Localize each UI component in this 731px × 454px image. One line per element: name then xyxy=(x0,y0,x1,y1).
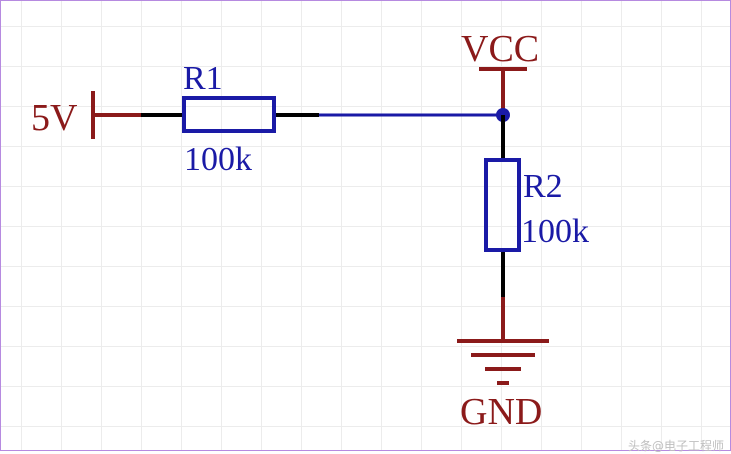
r1-value: 100k xyxy=(184,141,252,178)
source-label: 5V xyxy=(31,97,78,139)
watermark: 头条@电子工程师 xyxy=(627,439,724,453)
r2-value: 100k xyxy=(521,213,589,250)
resistor-r1-body xyxy=(182,96,276,133)
ground-label: GND xyxy=(460,391,542,433)
r2-designator: R2 xyxy=(523,168,563,205)
ground-symbol xyxy=(457,297,549,385)
r1-designator: R1 xyxy=(183,60,223,97)
vcc-power-port xyxy=(479,67,527,115)
vcc-label: VCC xyxy=(461,28,539,70)
source-port-5v xyxy=(91,91,141,139)
resistor-r2-body xyxy=(484,158,521,252)
